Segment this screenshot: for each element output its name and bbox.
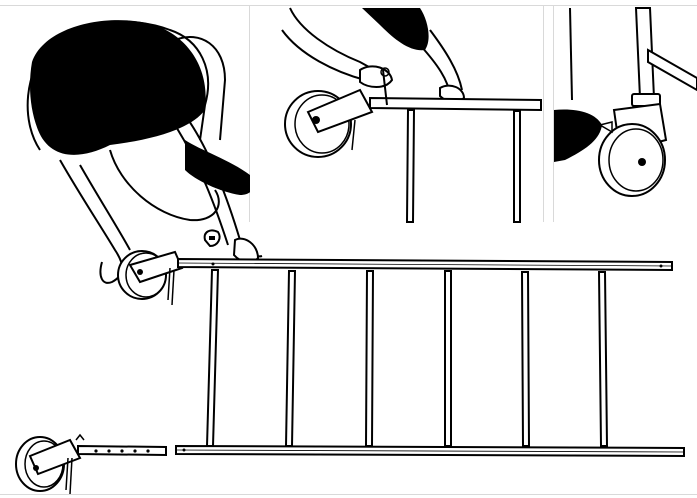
rung-1 bbox=[207, 270, 218, 446]
rung-6 bbox=[599, 272, 607, 446]
frame-bottom-rail bbox=[176, 446, 684, 456]
detail-panel-caster bbox=[554, 6, 697, 222]
detail-panel-pin bbox=[250, 6, 543, 222]
caster-wheel-main bbox=[118, 251, 182, 305]
person-figure bbox=[28, 20, 262, 283]
short-tube-with-holes bbox=[78, 446, 166, 455]
rung-3 bbox=[366, 271, 373, 446]
rung-2 bbox=[286, 271, 295, 446]
person-dark-torso bbox=[30, 20, 206, 155]
frame-rungs bbox=[207, 270, 607, 446]
caster-wheel-loose bbox=[16, 435, 84, 494]
rung-5 bbox=[522, 272, 529, 446]
frame-top-rail bbox=[178, 259, 672, 270]
rung-4 bbox=[445, 271, 451, 446]
